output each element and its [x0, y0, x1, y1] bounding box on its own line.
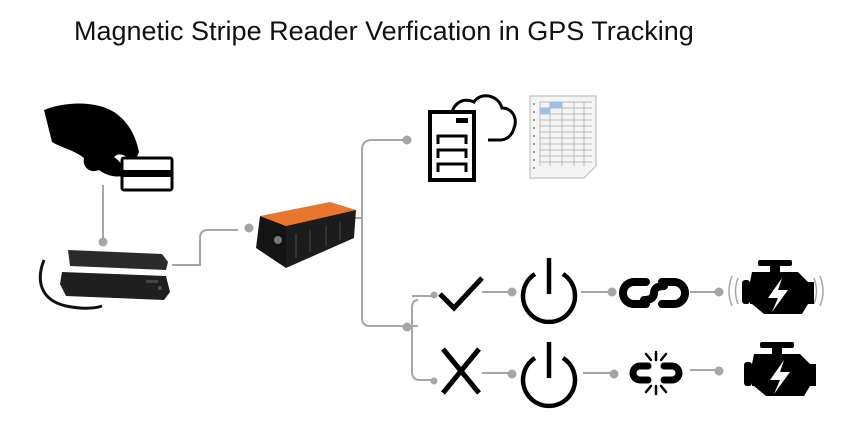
hand-swiping-card-icon	[44, 103, 174, 192]
power-icon	[520, 258, 578, 325]
server-cloud-icon	[428, 94, 517, 182]
power-icon	[520, 342, 578, 409]
link-icon	[619, 278, 689, 308]
magnetic-stripe-reader-icon	[38, 250, 170, 310]
gps-tracker-device-icon	[256, 202, 356, 268]
checkmark-icon	[438, 276, 484, 312]
x-mark-icon	[441, 347, 481, 395]
engine-off-icon	[744, 342, 816, 396]
diagram-title: Magnetic Stripe Reader Verfication in GP…	[74, 16, 694, 46]
spreadsheet-report-icon	[529, 95, 597, 179]
engine-running-icon	[728, 260, 824, 314]
broken-link-icon	[629, 350, 683, 396]
